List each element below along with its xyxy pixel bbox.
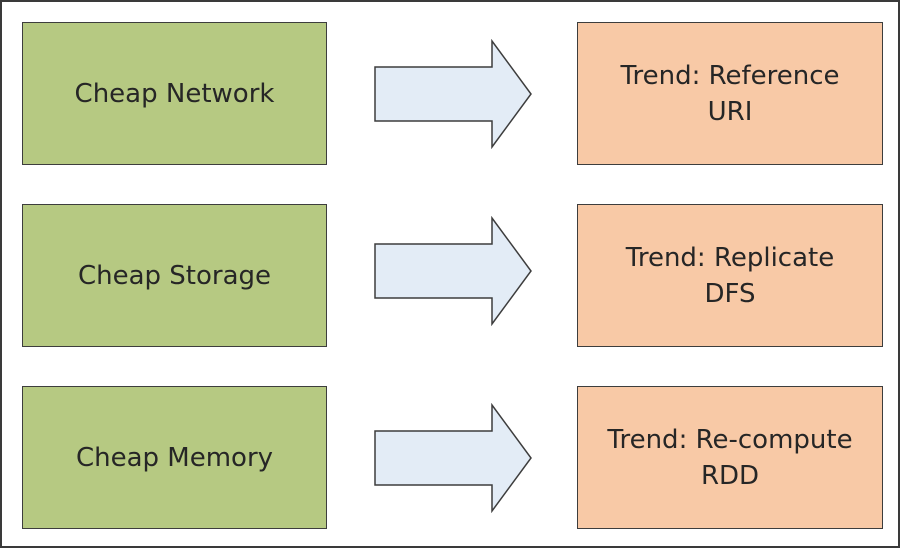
cause-box-memory: Cheap Memory <box>22 386 327 529</box>
trend-sublabel: URI <box>707 96 753 127</box>
trend-label: Trend: Re-compute <box>607 424 853 455</box>
cause-label: Cheap Storage <box>77 260 272 291</box>
cause-box-network: Cheap Network <box>22 22 327 165</box>
trend-sublabel: DFS <box>704 278 756 309</box>
right-arrow-icon <box>374 403 532 513</box>
right-arrow-icon <box>374 39 532 149</box>
trend-label: Trend: Reference <box>620 60 840 91</box>
trend-box-reference: Trend: Reference URI <box>577 22 883 165</box>
cause-label: Cheap Memory <box>75 442 274 473</box>
trend-label: Trend: Replicate <box>625 242 835 273</box>
right-arrow-icon <box>374 216 532 326</box>
trend-box-replicate: Trend: Replicate DFS <box>577 204 883 347</box>
trend-sublabel: RDD <box>700 460 760 491</box>
trend-box-recompute: Trend: Re-compute RDD <box>577 386 883 529</box>
cause-box-storage: Cheap Storage <box>22 204 327 347</box>
cause-label: Cheap Network <box>74 78 275 109</box>
